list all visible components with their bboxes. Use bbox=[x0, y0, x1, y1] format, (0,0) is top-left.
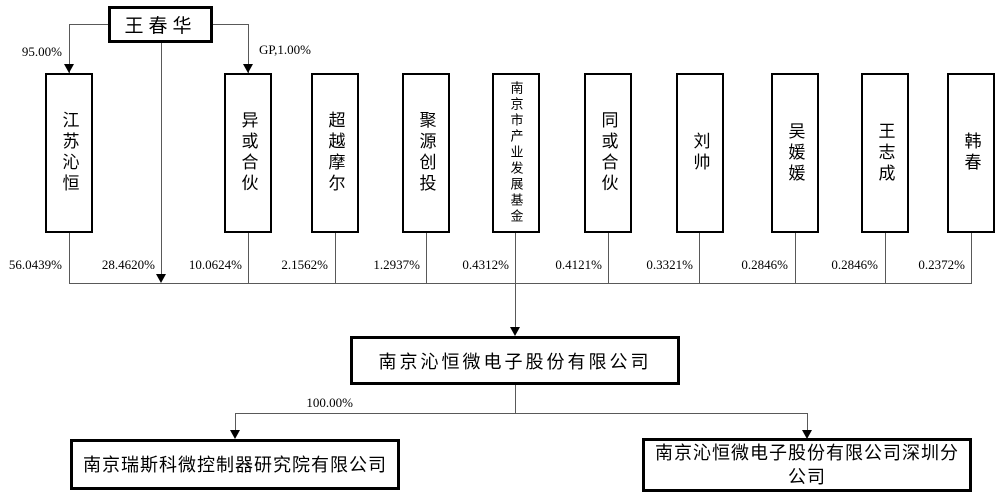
connector-line bbox=[699, 233, 700, 283]
connector-line bbox=[248, 233, 249, 283]
shareholder-name: 同或合伙 bbox=[598, 111, 618, 195]
shareholder-box-hanchun: 韩春 bbox=[947, 73, 995, 233]
edge-line bbox=[69, 24, 108, 25]
connector-line bbox=[69, 233, 70, 283]
connector-line bbox=[426, 233, 427, 283]
pct-label: 0.2372% bbox=[918, 257, 965, 272]
connector-line bbox=[608, 233, 609, 283]
subsidiary-name: 南京瑞斯科微控制器研究院有限公司 bbox=[83, 454, 387, 475]
pct-label: 0.2846% bbox=[831, 257, 878, 272]
edge-line bbox=[69, 24, 70, 73]
edge-line bbox=[248, 24, 249, 73]
connector-line bbox=[885, 233, 886, 283]
connector-line bbox=[335, 233, 336, 283]
arrow-down-icon bbox=[230, 430, 240, 439]
connector-line bbox=[971, 233, 972, 283]
subsidiary-name: 南京沁恒微电子股份有限公司深圳分公司 bbox=[655, 443, 959, 487]
top-person-box: 王春华 bbox=[108, 6, 213, 43]
edge-label-95: 95.00% bbox=[21, 44, 62, 59]
pct-label: 0.2846% bbox=[741, 257, 788, 272]
shareholder-box-tonghuohehuo: 同或合伙 bbox=[584, 73, 632, 233]
shareholder-name: 聚源创投 bbox=[416, 111, 436, 195]
arrow-down-icon bbox=[243, 64, 253, 73]
shareholder-name: 王志成 bbox=[875, 121, 895, 185]
connector-line bbox=[795, 233, 796, 283]
shareholder-box-yihuohehuo: 异或合伙 bbox=[224, 73, 272, 233]
top-person-name: 王春华 bbox=[124, 16, 197, 37]
shareholder-box-juyuanchuangtou: 聚源创投 bbox=[402, 73, 450, 233]
shareholder-name: 超越摩尔 bbox=[325, 111, 345, 195]
edge-label-100: 100.00% bbox=[306, 395, 353, 410]
shareholder-box-chaoyuemoer: 超越摩尔 bbox=[311, 73, 359, 233]
shareholder-box-nanjingfund: 南京市产业发展基金 bbox=[492, 73, 540, 233]
bus-line bbox=[69, 283, 972, 284]
connector-line bbox=[235, 413, 236, 432]
connector-line bbox=[807, 413, 808, 432]
pct-label: 2.1562% bbox=[281, 257, 328, 272]
arrow-down-icon bbox=[64, 64, 74, 73]
shareholder-name: 刘帅 bbox=[690, 132, 710, 174]
pct-label: 0.4312% bbox=[462, 257, 509, 272]
shareholder-box-liushuai: 刘帅 bbox=[676, 73, 724, 233]
shareholder-name: 吴媛媛 bbox=[785, 121, 805, 185]
shareholder-box-jiangsuqinheng: 江苏沁恒 bbox=[45, 73, 93, 233]
edge-line bbox=[213, 24, 249, 25]
connector-line bbox=[515, 233, 516, 283]
edge-label-gp: GP,1.00% bbox=[259, 42, 312, 57]
pct-label: 0.4121% bbox=[555, 257, 602, 272]
pct-label: 10.0624% bbox=[188, 257, 242, 272]
subsidiary-box-research-institute: 南京瑞斯科微控制器研究院有限公司 bbox=[70, 439, 400, 490]
pct-label: 1.2937% bbox=[373, 257, 420, 272]
subsidiary-bus-line bbox=[235, 413, 807, 414]
pct-label: 56.0439% bbox=[8, 257, 62, 272]
shareholder-name: 韩春 bbox=[961, 132, 981, 174]
arrow-down-icon bbox=[510, 327, 520, 336]
arrow-down-icon bbox=[156, 274, 166, 283]
company-name: 南京沁恒微电子股份有限公司 bbox=[378, 351, 652, 372]
shareholder-name: 异或合伙 bbox=[238, 111, 258, 195]
connector-line bbox=[515, 283, 516, 330]
shareholder-name: 江苏沁恒 bbox=[59, 111, 79, 195]
subsidiary-box-shenzhen-branch: 南京沁恒微电子股份有限公司深圳分公司 bbox=[642, 438, 972, 492]
pct-label: 0.3321% bbox=[646, 257, 693, 272]
connector-line bbox=[515, 385, 516, 413]
pct-label-direct: 28.4620% bbox=[101, 257, 155, 272]
shareholder-box-wuyuanyuan: 吴媛媛 bbox=[771, 73, 819, 233]
arrow-down-icon bbox=[802, 430, 812, 439]
shareholder-box-wangzhicheng: 王志成 bbox=[861, 73, 909, 233]
edge-line-direct bbox=[161, 43, 162, 276]
shareholder-name: 南京市产业发展基金 bbox=[508, 81, 524, 225]
company-box: 南京沁恒微电子股份有限公司 bbox=[350, 336, 680, 385]
